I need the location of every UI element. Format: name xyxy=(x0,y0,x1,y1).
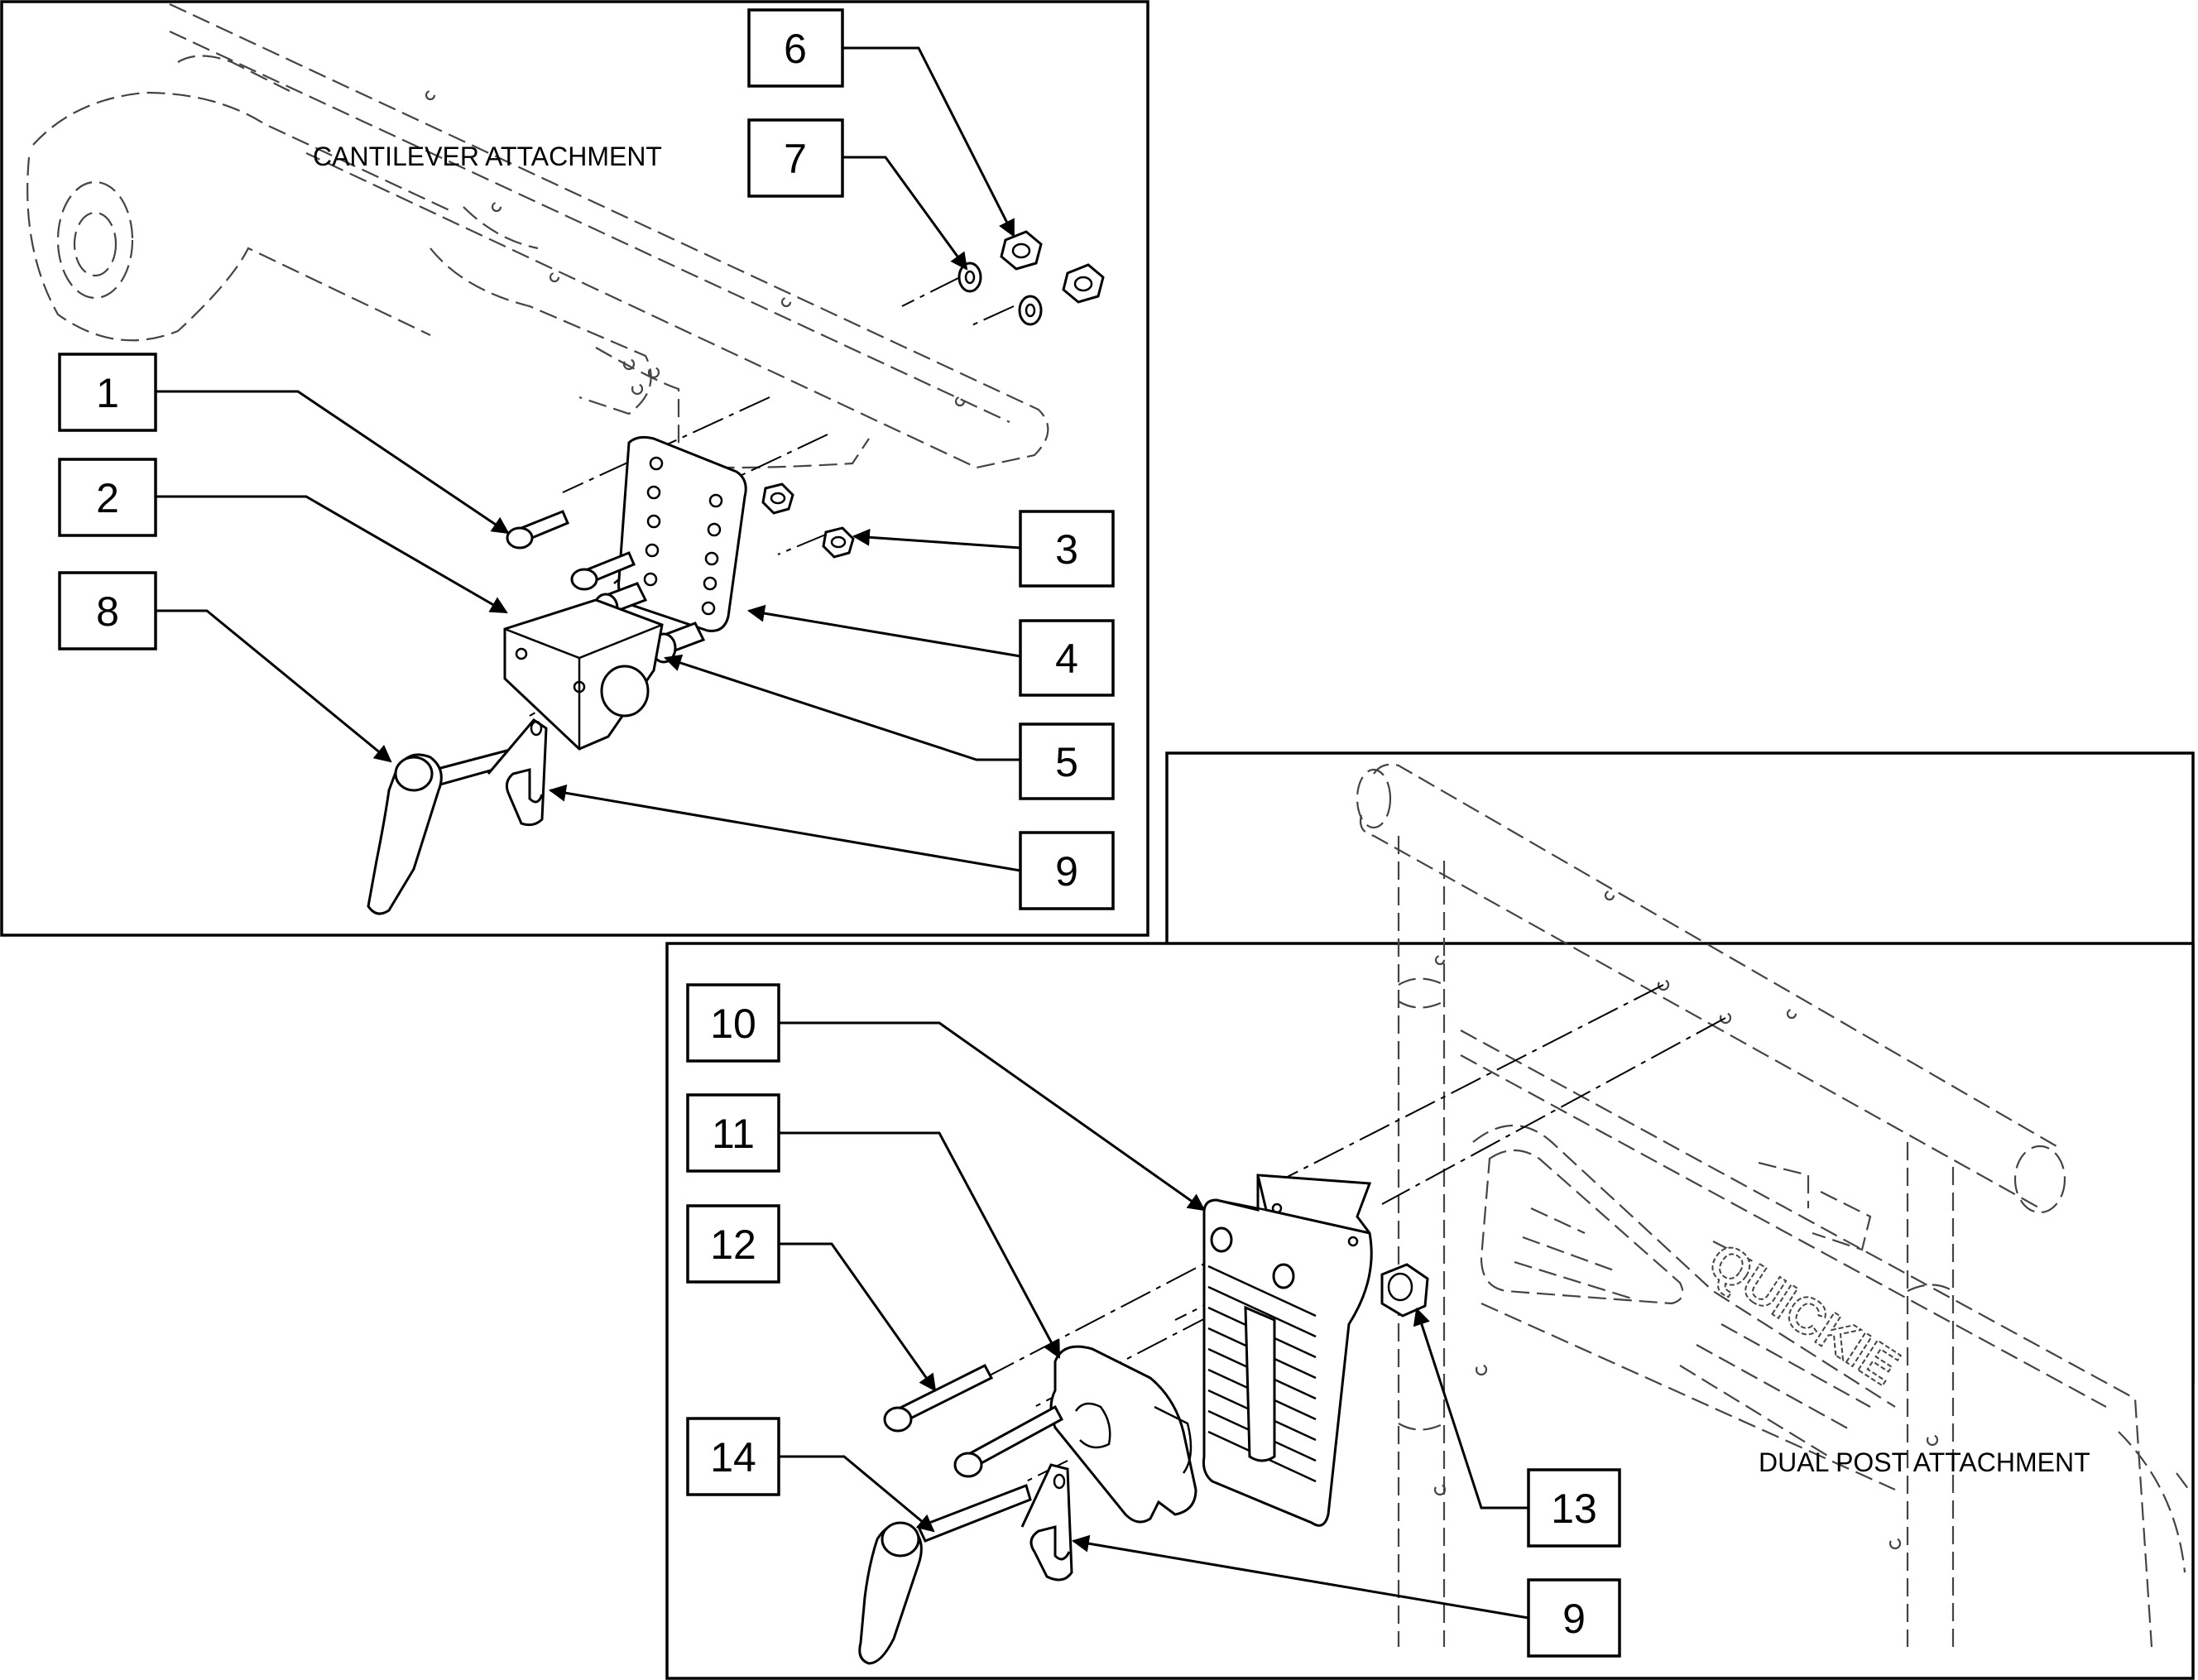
callout-3: 3 xyxy=(1019,510,1115,588)
callout-12: 12 xyxy=(686,1204,780,1284)
mounting-plate-4 xyxy=(613,435,747,632)
callout-10: 10 xyxy=(686,983,780,1063)
clamp-block-2 xyxy=(503,598,664,751)
leader-3 xyxy=(852,528,1021,550)
centerline xyxy=(1274,984,1664,1184)
callout-8: 8 xyxy=(58,571,157,650)
leader-10 xyxy=(779,1021,1206,1212)
nut-6b xyxy=(1062,263,1105,304)
washer-7 xyxy=(957,262,982,293)
leader-9 xyxy=(548,784,1021,872)
leader-7 xyxy=(842,156,968,271)
dual-post-frame-outline xyxy=(1356,763,2190,1648)
leader-2 xyxy=(156,495,508,614)
callout-4: 4 xyxy=(1019,619,1115,697)
callout-6: 6 xyxy=(747,8,844,88)
leader-1 xyxy=(156,390,510,535)
nut-3 xyxy=(761,482,794,515)
leader-4 xyxy=(746,604,1021,658)
callout-2: 2 xyxy=(58,458,157,537)
clamp-11 xyxy=(1049,1345,1197,1524)
svg-text:7: 7 xyxy=(784,136,807,182)
callout-9: 9 xyxy=(1019,831,1115,910)
centerline xyxy=(967,305,1015,328)
svg-text:10: 10 xyxy=(710,1001,756,1047)
svg-text:1: 1 xyxy=(96,370,119,416)
centerline xyxy=(777,533,828,555)
bracket-10 xyxy=(1202,1174,1373,1527)
centerline xyxy=(678,434,828,506)
leader-9b xyxy=(1071,1534,1529,1620)
leader-11 xyxy=(779,1131,1061,1359)
callout-5: 5 xyxy=(1019,722,1115,800)
cantilever-panel xyxy=(0,0,1149,937)
svg-text:11: 11 xyxy=(712,1111,755,1157)
callout-9b: 9 xyxy=(1527,1578,1621,1658)
svg-text:3: 3 xyxy=(1055,526,1078,573)
nut-3b xyxy=(822,526,855,559)
cantilever-frame-outline xyxy=(26,3,1049,469)
svg-text:13: 13 xyxy=(1551,1486,1597,1532)
svg-text:14: 14 xyxy=(710,1434,756,1481)
leader-6 xyxy=(842,46,1015,238)
svg-text:2: 2 xyxy=(96,475,119,521)
svg-text:12: 12 xyxy=(710,1222,756,1268)
centerline xyxy=(1381,1017,1726,1205)
callout-13: 13 xyxy=(1527,1468,1621,1548)
bolt-1b xyxy=(570,551,636,591)
nut-13 xyxy=(1380,1263,1429,1318)
callout-11: 11 xyxy=(686,1093,780,1173)
screw-12 xyxy=(883,1364,994,1433)
leader-5 xyxy=(664,654,1020,761)
lever-8 xyxy=(367,747,519,915)
centerline xyxy=(901,276,961,307)
dual-post-caption: DUAL POST ATTACHMENT xyxy=(1759,1447,2090,1477)
svg-text:9: 9 xyxy=(1055,848,1078,895)
svg-text:9: 9 xyxy=(1562,1596,1586,1642)
nut-6 xyxy=(1000,230,1043,271)
clip-9 xyxy=(487,718,548,827)
clip-9-dual xyxy=(1020,1463,1073,1582)
leader-8 xyxy=(156,609,392,763)
callout-1: 1 xyxy=(58,353,157,432)
lever-14 xyxy=(858,1484,1032,1665)
leader-12 xyxy=(779,1242,937,1392)
svg-text:8: 8 xyxy=(96,588,119,635)
leader-13 xyxy=(1413,1308,1529,1510)
svg-text:4: 4 xyxy=(1055,636,1078,682)
svg-text:6: 6 xyxy=(784,26,807,72)
cantilever-caption: CANTILEVER ATTACHMENT xyxy=(313,142,662,171)
callout-7: 7 xyxy=(747,118,844,198)
svg-text:5: 5 xyxy=(1055,739,1078,785)
callout-14: 14 xyxy=(686,1417,780,1496)
screw-12b xyxy=(953,1404,1064,1478)
washer-7b xyxy=(1018,295,1043,326)
bolt-1 xyxy=(506,510,569,550)
leader-14 xyxy=(779,1455,935,1533)
